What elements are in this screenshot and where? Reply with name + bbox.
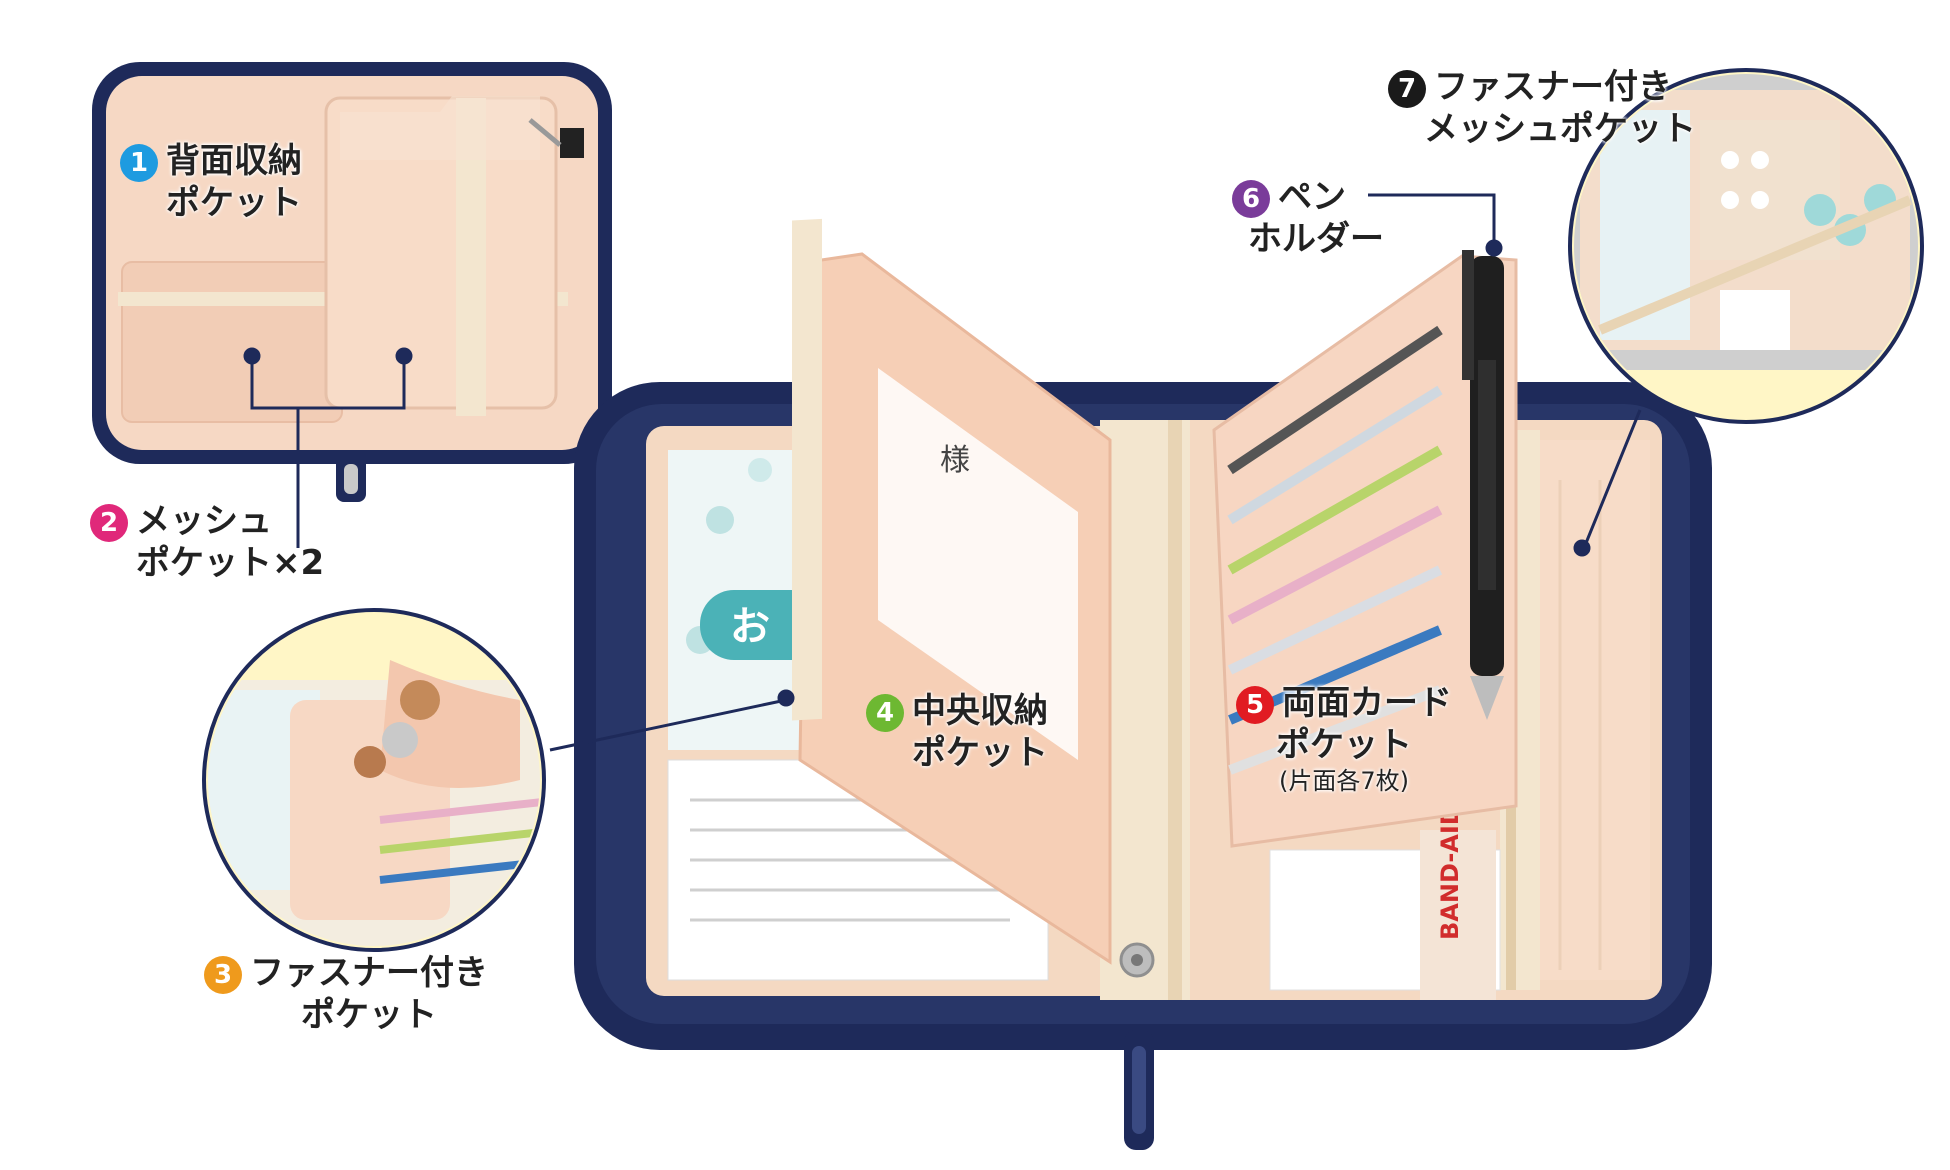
label-mesh-pocket-line2: ポケット×2 — [136, 543, 325, 583]
label-zip-pocket-line2: ポケット — [301, 995, 437, 1035]
label-center-pocket-line1: 中央収納 — [912, 691, 1048, 731]
center-pocket-flap: 様 — [792, 218, 1112, 965]
main-case: お BAND-AID — [574, 382, 1712, 1150]
number-badge-7: 7 — [1388, 69, 1426, 108]
pen-holder-connector — [1368, 193, 1503, 257]
mesh-zip-pocket-connector — [1573, 409, 1642, 557]
number-badge-2: 2 — [90, 503, 128, 542]
number-badge-6: 6 — [1232, 179, 1270, 218]
mesh-pocket-connector — [243, 347, 413, 548]
number-badge-5: 5 — [1236, 685, 1274, 724]
label-center-pocket-line2: ポケット — [912, 733, 1048, 773]
number-badge-4: 4 — [866, 693, 904, 732]
pen — [1462, 250, 1504, 720]
label-zip-pocket-line1: ファスナー付き — [250, 953, 488, 993]
label-back-pocket-line2: ポケット — [166, 183, 302, 223]
pocket-card-text: お — [730, 604, 770, 650]
label-pen-holder-line2: ホルダー — [1248, 219, 1384, 259]
number-badge-1: 1 — [120, 143, 158, 182]
doc-text: 様 — [940, 443, 970, 478]
zip-pocket-connector — [549, 689, 795, 752]
label-mesh-pocket-line1: メッシュ — [136, 501, 272, 541]
label-card-pocket-note: (片面各7枚) — [1279, 767, 1409, 795]
label-back-pocket-line1: 背面収納 — [166, 141, 302, 181]
back-view-case — [92, 62, 612, 502]
card-pocket-panel — [1212, 254, 1518, 848]
mesh-zip-pocket-callout — [1568, 68, 1924, 424]
label-mesh-zip-pocket-line2: メッシュポケット — [1424, 109, 1696, 149]
label-mesh-zip-pocket-line1: ファスナー付き — [1434, 67, 1672, 107]
bandaid-label: BAND-AID — [1436, 805, 1464, 940]
zip-pocket-callout — [202, 608, 546, 952]
label-card-pocket-line2: ポケット — [1276, 725, 1412, 765]
number-badge-3: 3 — [204, 955, 242, 994]
label-pen-holder-line1: ペン — [1278, 177, 1346, 217]
label-card-pocket-line1: 両面カード — [1282, 683, 1452, 723]
